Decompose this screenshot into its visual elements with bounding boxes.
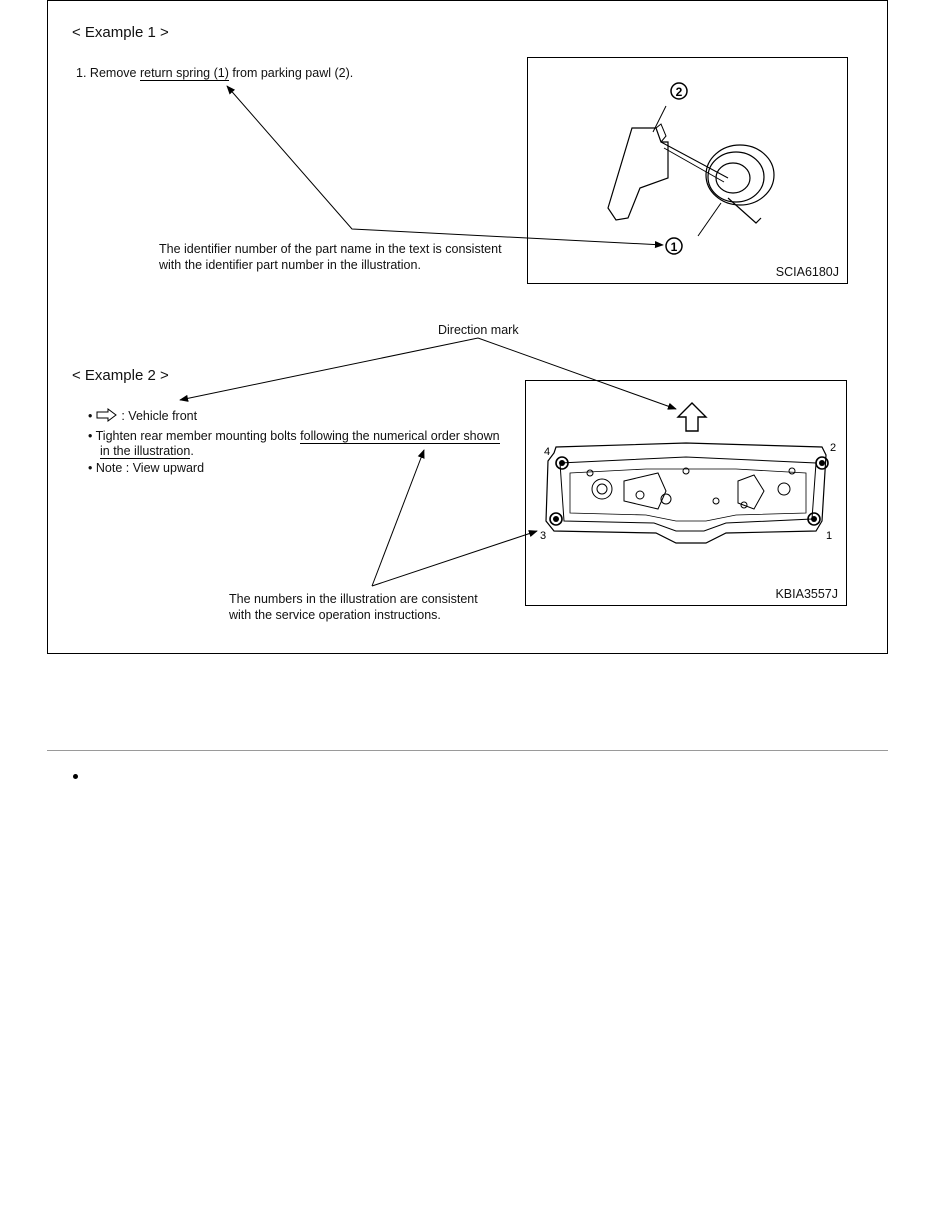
part-label-2: 2 xyxy=(676,85,683,99)
bolt-label-2: 2 xyxy=(830,442,836,454)
step-pre: Remove xyxy=(89,66,140,80)
section-divider xyxy=(47,750,888,751)
callout-arrow-1 xyxy=(226,85,664,249)
figure-code-2: KBIA3557J xyxy=(775,587,838,601)
item2-post: . xyxy=(190,444,194,458)
example-1-step: 1. Remove return spring (1) from parking… xyxy=(76,65,353,81)
example-2-callout-line2: with the service operation instructions. xyxy=(229,608,441,622)
direction-arrow-icon xyxy=(676,402,708,432)
front-arrow-icon xyxy=(96,406,118,424)
example-2-item-3: • Note : View upward xyxy=(88,460,204,476)
vehicle-front-label: : Vehicle front xyxy=(121,409,198,423)
callout-arrow-2b xyxy=(371,530,538,587)
empty-bullet xyxy=(73,774,78,779)
bolt-label-1: 1 xyxy=(826,530,832,542)
bullet: • xyxy=(88,429,93,443)
step-part-underlined: return spring (1) xyxy=(139,66,229,81)
part-label-1: 1 xyxy=(671,240,678,254)
direction-mark-arrow xyxy=(179,337,677,410)
callout-arrow-2a xyxy=(371,449,425,587)
item2-underline-1: following the numerical order shown xyxy=(300,429,500,444)
example-2-heading: < Example 2 > xyxy=(72,367,169,384)
example-2-item-1: • : Vehicle front xyxy=(88,406,197,424)
rear-member-illustration: 1 2 3 4 xyxy=(540,402,836,544)
examples-frame xyxy=(47,0,888,654)
bolt-label-4: 4 xyxy=(544,446,550,458)
example-2-item-2-line1: • Tighten rear member mounting bolts fol… xyxy=(88,428,500,444)
step-number: 1. xyxy=(76,66,87,80)
step-post: from parking pawl (2). xyxy=(228,66,354,80)
item2-underline-2: in the illustration xyxy=(100,444,191,459)
bullet: • xyxy=(88,461,93,475)
direction-mark-label: Direction mark xyxy=(438,323,519,337)
example-2-figure: 1 2 3 4 KBIA3557J xyxy=(525,380,847,606)
example-1-callout-line2: with the identifier part number in the i… xyxy=(159,258,421,272)
example-1-heading: < Example 1 > xyxy=(72,24,169,41)
note-label: Note : View upward xyxy=(95,461,205,475)
example-2-callout-line1: The numbers in the illustration are cons… xyxy=(229,592,478,606)
figure-code-1: SCIA6180J xyxy=(775,265,839,279)
bolt-label-3: 3 xyxy=(540,530,546,542)
example-2-item-2-line2: in the illustration. xyxy=(100,443,194,459)
item2-pre: Tighten rear member mounting bolts xyxy=(95,429,301,443)
bullet: • xyxy=(88,409,93,423)
